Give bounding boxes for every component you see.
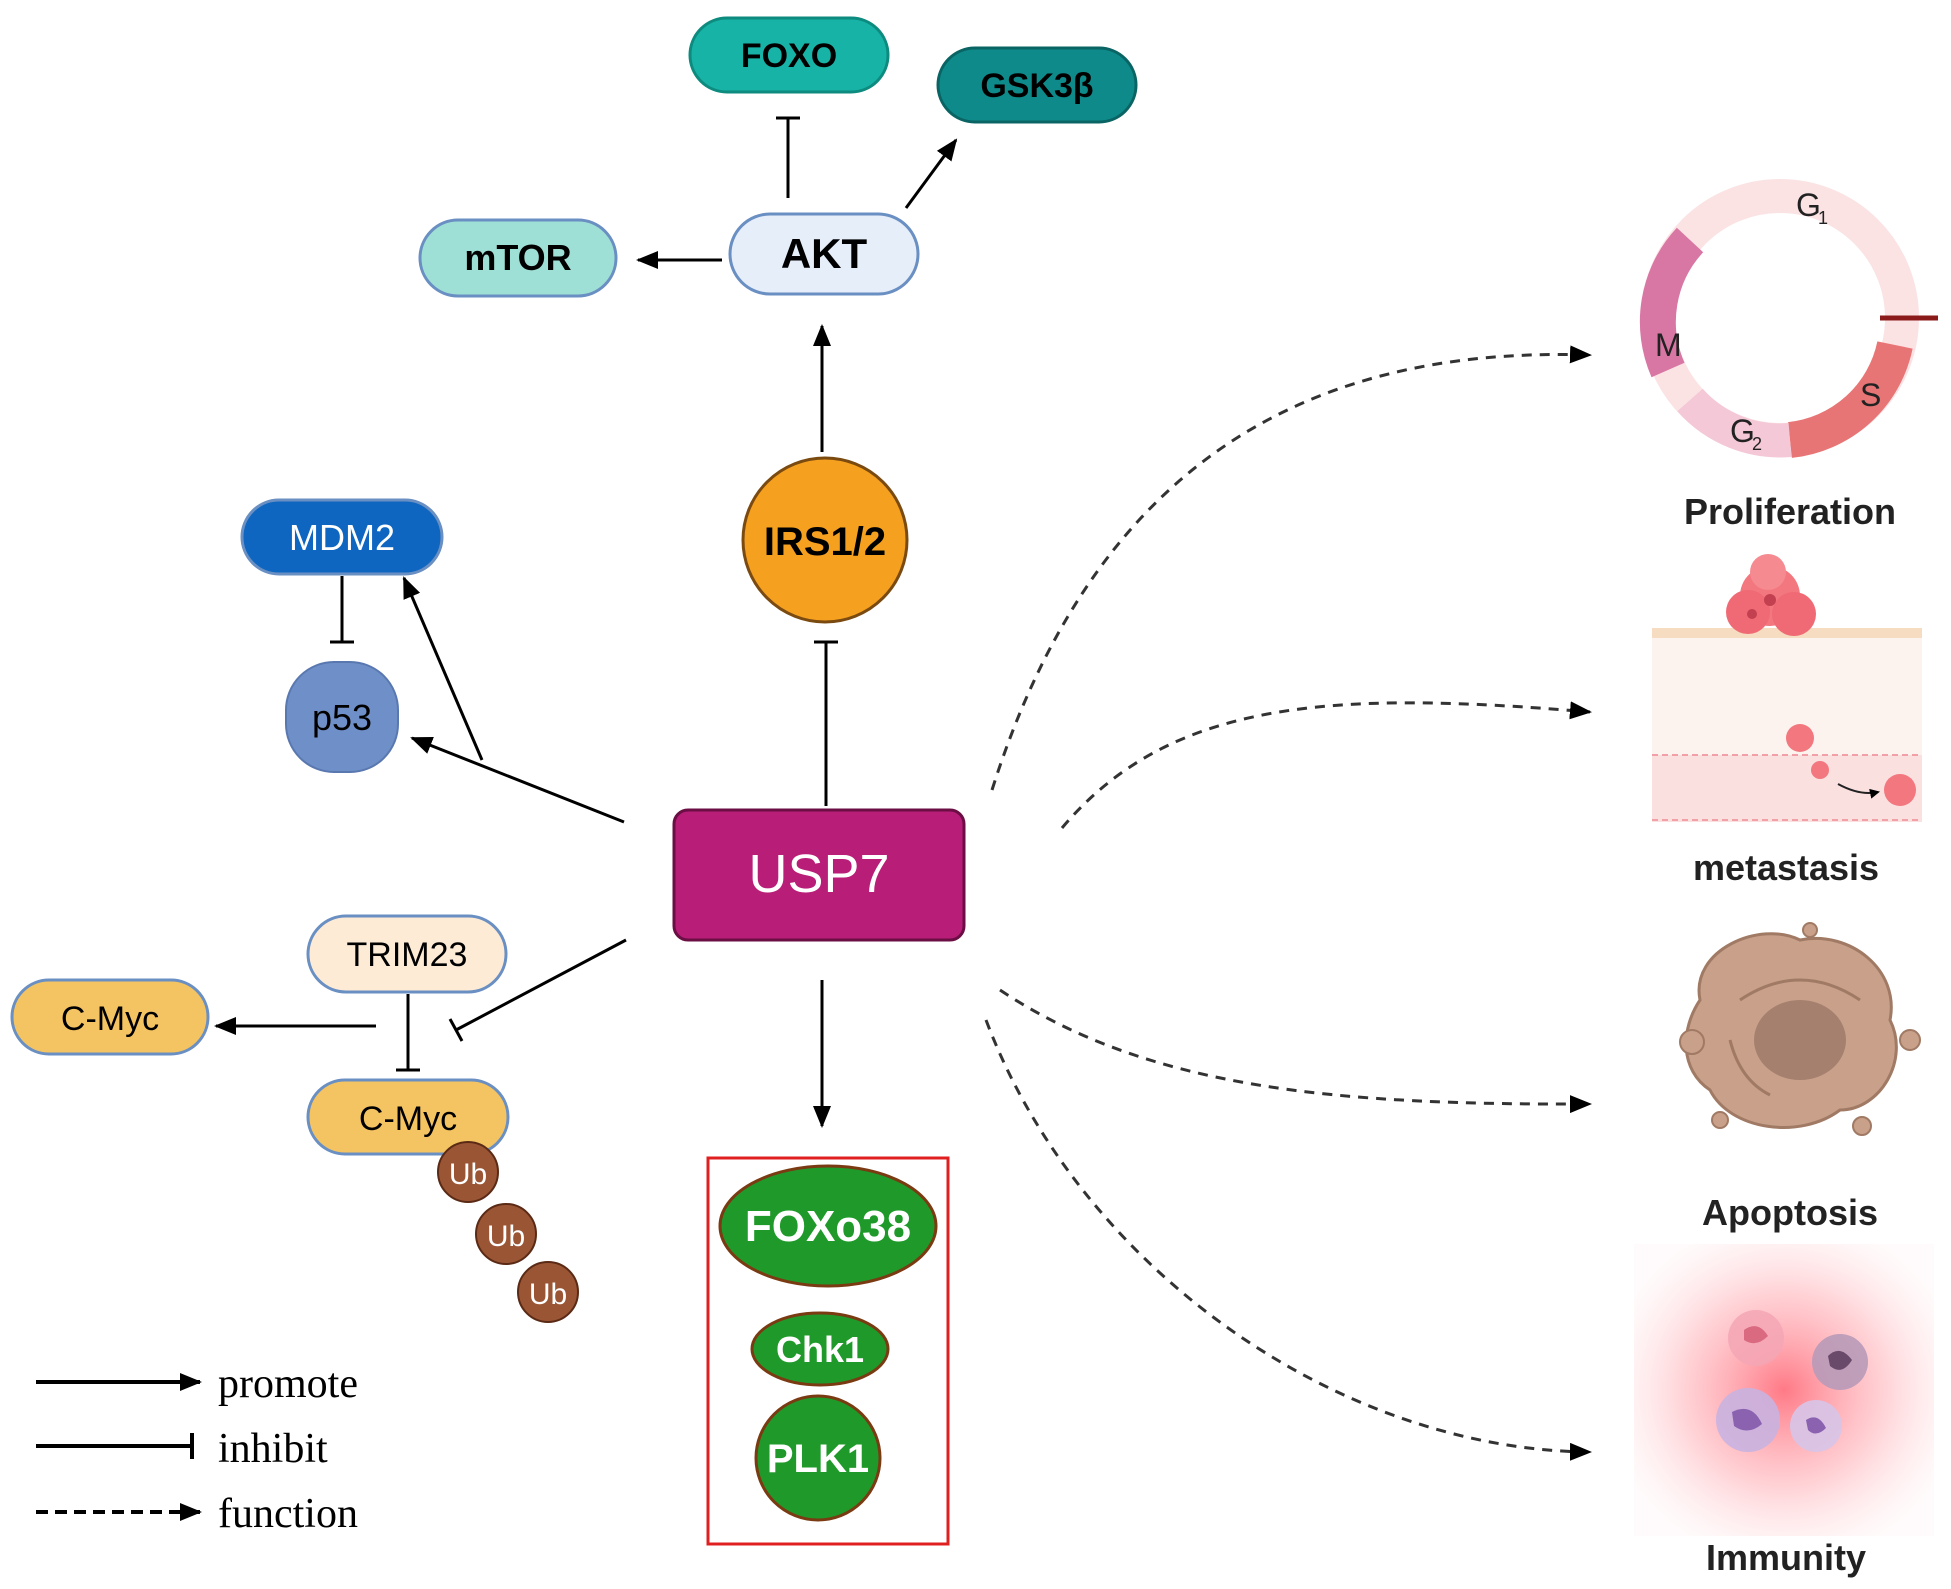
node-akt[interactable]: AKT: [728, 212, 920, 296]
node-usp7-label: USP7: [748, 844, 889, 904]
node-mdm2[interactable]: MDM2: [240, 498, 444, 576]
curve-metastasis: [1060, 701, 1592, 829]
label-apoptosis: Apoptosis: [1702, 1192, 1878, 1233]
svg-text:Ub: Ub: [487, 1220, 525, 1253]
cc-m: M: [1655, 327, 1682, 363]
cc-g2: G: [1730, 413, 1755, 449]
node-chk1-label: Chk1: [776, 1329, 864, 1370]
svg-text:Ub: Ub: [529, 1278, 567, 1311]
label-proliferation: Proliferation: [1684, 491, 1896, 532]
node-chk1[interactable]: Chk1: [750, 1311, 890, 1387]
node-trim23-label: TRIM23: [347, 936, 468, 974]
arrow-usp7-p53: [410, 736, 625, 824]
node-usp7[interactable]: USP7: [672, 808, 966, 942]
ub-2: Ub: [475, 1203, 537, 1265]
ub-3: Ub: [517, 1261, 579, 1323]
legend: promote inhibit function: [36, 1361, 358, 1537]
legend-inhibit-label: inhibit: [218, 1426, 328, 1472]
node-cmyc-left[interactable]: C-Myc: [10, 978, 210, 1056]
node-mtor[interactable]: mTOR: [418, 218, 618, 298]
curve-proliferation: [990, 345, 1592, 791]
function-curves: [984, 345, 1592, 1461]
node-irs-label: IRS1/2: [764, 520, 886, 564]
cc-g1: G: [1796, 187, 1821, 223]
inhibit-usp7-trim23: [455, 938, 627, 1032]
node-foxo-label: FOXO: [741, 37, 837, 75]
immunity-icon: [1634, 1244, 1934, 1536]
cc-s: S: [1860, 377, 1881, 413]
node-irs[interactable]: IRS1/2: [741, 456, 909, 624]
node-foxo[interactable]: FOXO: [688, 16, 890, 94]
node-cmyc-ub-label: C-Myc: [359, 1100, 457, 1138]
node-gsk3b-label: GSK3β: [980, 67, 1093, 105]
node-plk1[interactable]: PLK1: [754, 1394, 882, 1522]
node-foxo38[interactable]: FOXo38: [718, 1164, 938, 1288]
node-p53[interactable]: p53: [285, 661, 399, 773]
node-mtor-label: mTOR: [464, 237, 571, 278]
ub-1: Ub: [437, 1141, 499, 1203]
label-metastasis: metastasis: [1693, 847, 1879, 888]
target-box: FOXo38 Chk1 PLK1: [706, 1156, 950, 1546]
node-mdm2-label: MDM2: [289, 517, 395, 558]
apoptosis-icon: [1679, 922, 1921, 1136]
arrow-akt-gsk3b: [904, 138, 958, 209]
node-cmyc-left-label: C-Myc: [61, 1000, 159, 1038]
cell-cycle-icon: G 1 S G 2 M: [1639, 179, 1938, 458]
node-cmyc-ub[interactable]: C-Myc: [306, 1078, 510, 1156]
node-akt-label: AKT: [781, 230, 868, 277]
label-immunity: Immunity: [1706, 1537, 1866, 1578]
svg-text:Ub: Ub: [449, 1158, 487, 1191]
node-foxo38-label: FOXo38: [745, 1202, 911, 1251]
ubiquitin-chain: Ub Ub Ub: [437, 1141, 579, 1323]
node-trim23[interactable]: TRIM23: [306, 914, 508, 994]
curve-immunity: [984, 1019, 1592, 1461]
metastasis-icon: [1652, 554, 1922, 822]
node-gsk3b[interactable]: GSK3β: [936, 46, 1138, 124]
node-p53-label: p53: [312, 697, 372, 738]
curve-apoptosis: [999, 988, 1592, 1114]
legend-promote-label: promote: [218, 1361, 358, 1407]
cc-g2-sub: 2: [1752, 434, 1762, 454]
arrow-usp7-mdm2: [402, 576, 484, 761]
cc-g1-sub: 1: [1818, 208, 1828, 228]
connectors: [214, 116, 958, 1128]
node-plk1-label: PLK1: [767, 1437, 869, 1481]
legend-function-label: function: [218, 1491, 358, 1537]
